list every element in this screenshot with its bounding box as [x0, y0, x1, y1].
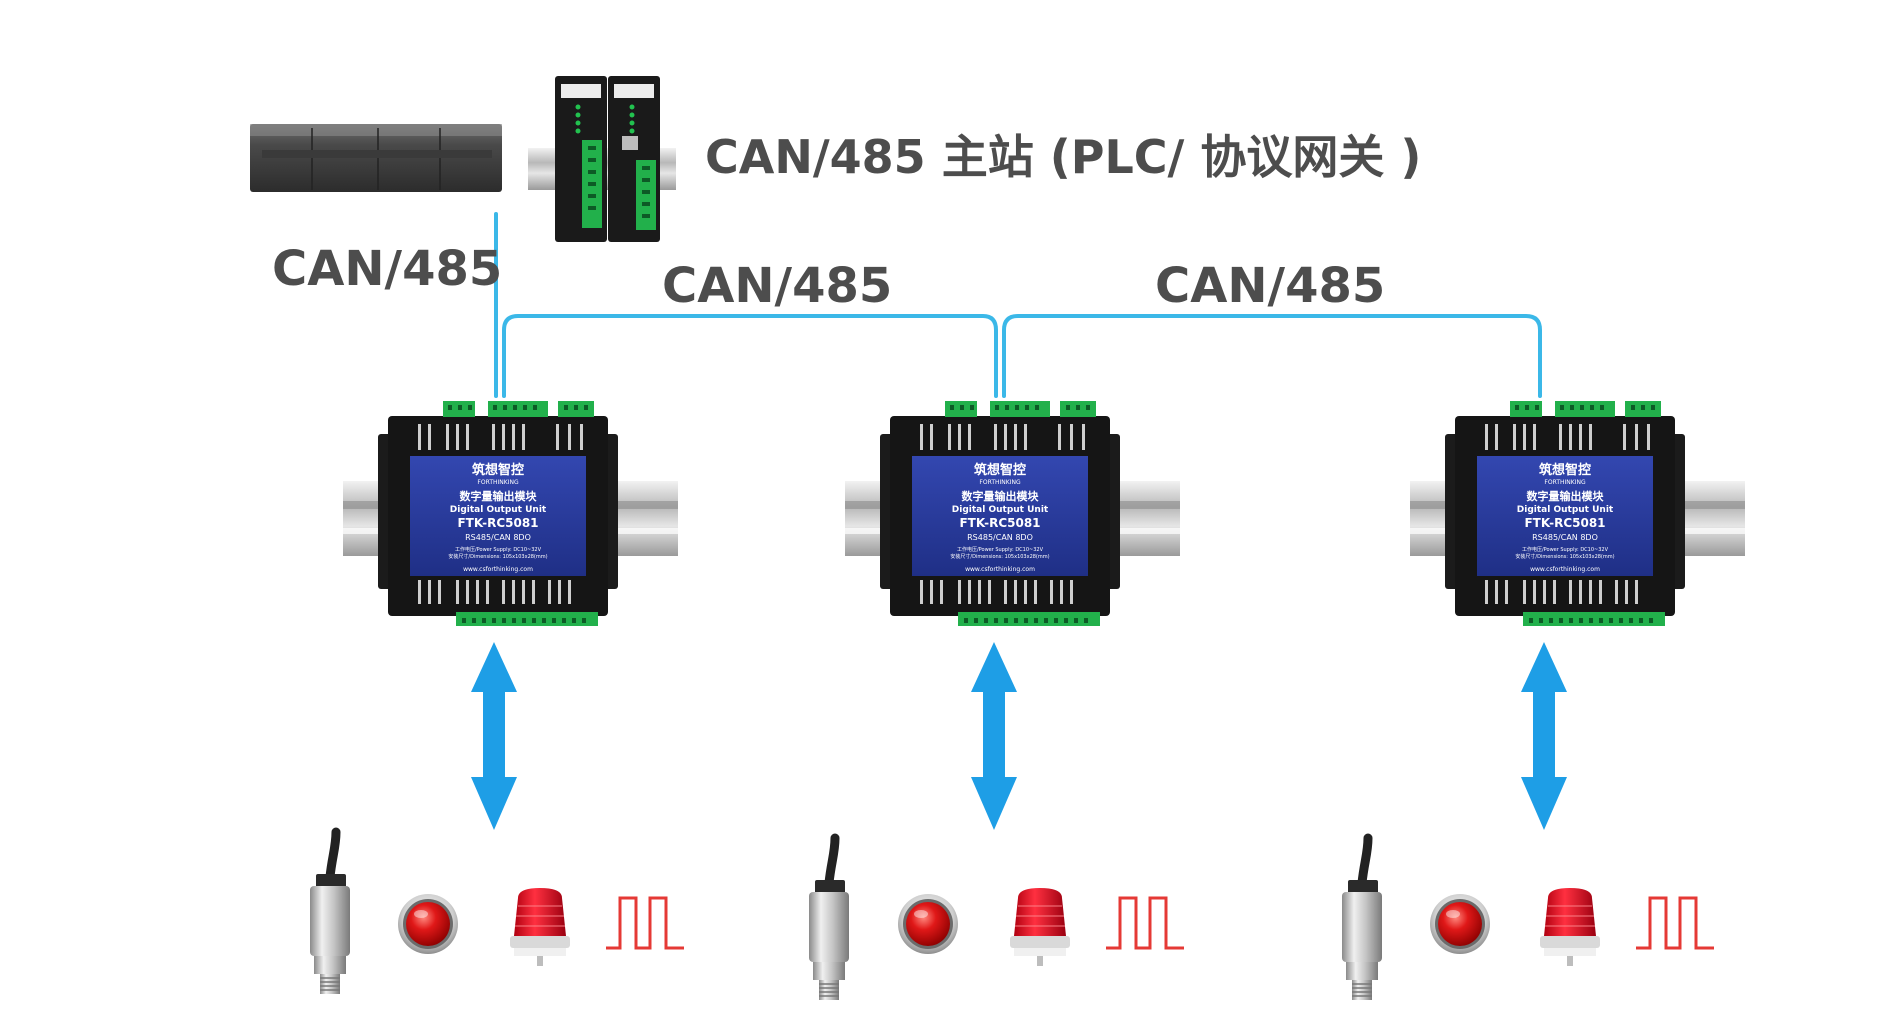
bus-label-master: CAN/485	[272, 241, 503, 297]
module-spec: RS485/CAN 8DO	[967, 533, 1033, 542]
module-power: 工作电压/Power Supply: DC10~32V	[1522, 546, 1609, 553]
module-dims: 安装尺寸/Dimensions: 105x103x28(mm)	[950, 553, 1049, 560]
field-devices-2	[809, 838, 1186, 1000]
module-power: 工作电压/Power Supply: DC10~32V	[957, 546, 1044, 553]
double-arrow-icon	[1521, 642, 1567, 830]
module-name-cn: 数字量输出模块	[460, 489, 538, 503]
pulse-signal-icon	[1104, 896, 1186, 950]
double-arrow-icon	[471, 642, 517, 830]
warning-light-icon	[509, 887, 571, 967]
module-power: 工作电压/Power Supply: DC10~32V	[455, 546, 542, 553]
module-brand-en: FORTHINKING	[477, 479, 519, 486]
module-model: FTK-RC5081	[1524, 516, 1605, 530]
module-3-label: 筑想智控 FORTHINKING 数字量输出模块 Digital Output …	[1515, 462, 1614, 573]
bus-label-segment-2: CAN/485	[1155, 258, 1386, 314]
pressure-sensor-icon	[310, 832, 350, 994]
plc-device	[250, 124, 502, 192]
module-1: 筑想智控 FORTHINKING 数字量输出模块 Digital Output …	[343, 401, 678, 626]
module-brand-en: FORTHINKING	[1544, 479, 1586, 486]
gateway-device	[528, 76, 676, 242]
bus-label-segment-1: CAN/485	[662, 258, 893, 314]
field-devices-1	[310, 832, 686, 994]
module-dims: 安装尺寸/Dimensions: 105x103x28(mm)	[1515, 553, 1614, 560]
module-site: www.csforthinking.com	[965, 566, 1035, 573]
module-name-en: Digital Output Unit	[952, 505, 1049, 515]
pressure-sensor-icon	[809, 838, 849, 1000]
module-brand: 筑想智控	[974, 462, 1026, 478]
field-devices-3	[1342, 838, 1716, 1000]
master-station-title: CAN/485 主站 (PLC/ 协议网关 )	[705, 130, 1422, 184]
bus-line-2	[1002, 314, 1542, 398]
module-name-cn: 数字量输出模块	[962, 489, 1040, 503]
pulse-signal-icon	[604, 896, 686, 950]
pulse-signal-icon	[1634, 896, 1716, 950]
module-2-label: 筑想智控 FORTHINKING 数字量输出模块 Digital Output …	[950, 462, 1049, 573]
pressure-sensor-icon	[1342, 838, 1382, 1000]
module-model: FTK-RC5081	[959, 516, 1040, 530]
warning-light-icon	[1009, 887, 1071, 967]
bus-line-1	[502, 314, 998, 398]
module-name-cn: 数字量输出模块	[1527, 489, 1605, 503]
module-brand: 筑想智控	[1539, 462, 1591, 478]
module-name-en: Digital Output Unit	[1517, 505, 1614, 515]
module-1-label: 筑想智控 FORTHINKING 数字量输出模块 Digital Output …	[448, 462, 547, 573]
bus-lines	[494, 212, 1542, 398]
module-site: www.csforthinking.com	[1530, 566, 1600, 573]
module-2: 筑想智控 FORTHINKING 数字量输出模块 Digital Output …	[845, 401, 1180, 626]
module-dims: 安装尺寸/Dimensions: 105x103x28(mm)	[448, 553, 547, 560]
module-brand: 筑想智控	[472, 462, 524, 478]
module-brand-en: FORTHINKING	[979, 479, 1021, 486]
red-button-icon	[398, 894, 458, 954]
module-spec: RS485/CAN 8DO	[1532, 533, 1598, 542]
module-name-en: Digital Output Unit	[450, 505, 547, 515]
module-model: FTK-RC5081	[457, 516, 538, 530]
red-button-icon	[1430, 894, 1490, 954]
double-arrow-icon	[971, 642, 1017, 830]
module-spec: RS485/CAN 8DO	[465, 533, 531, 542]
red-button-icon	[898, 894, 958, 954]
module-site: www.csforthinking.com	[463, 566, 533, 573]
module-3: 筑想智控 FORTHINKING 数字量输出模块 Digital Output …	[1410, 401, 1745, 626]
warning-light-icon	[1539, 887, 1601, 967]
